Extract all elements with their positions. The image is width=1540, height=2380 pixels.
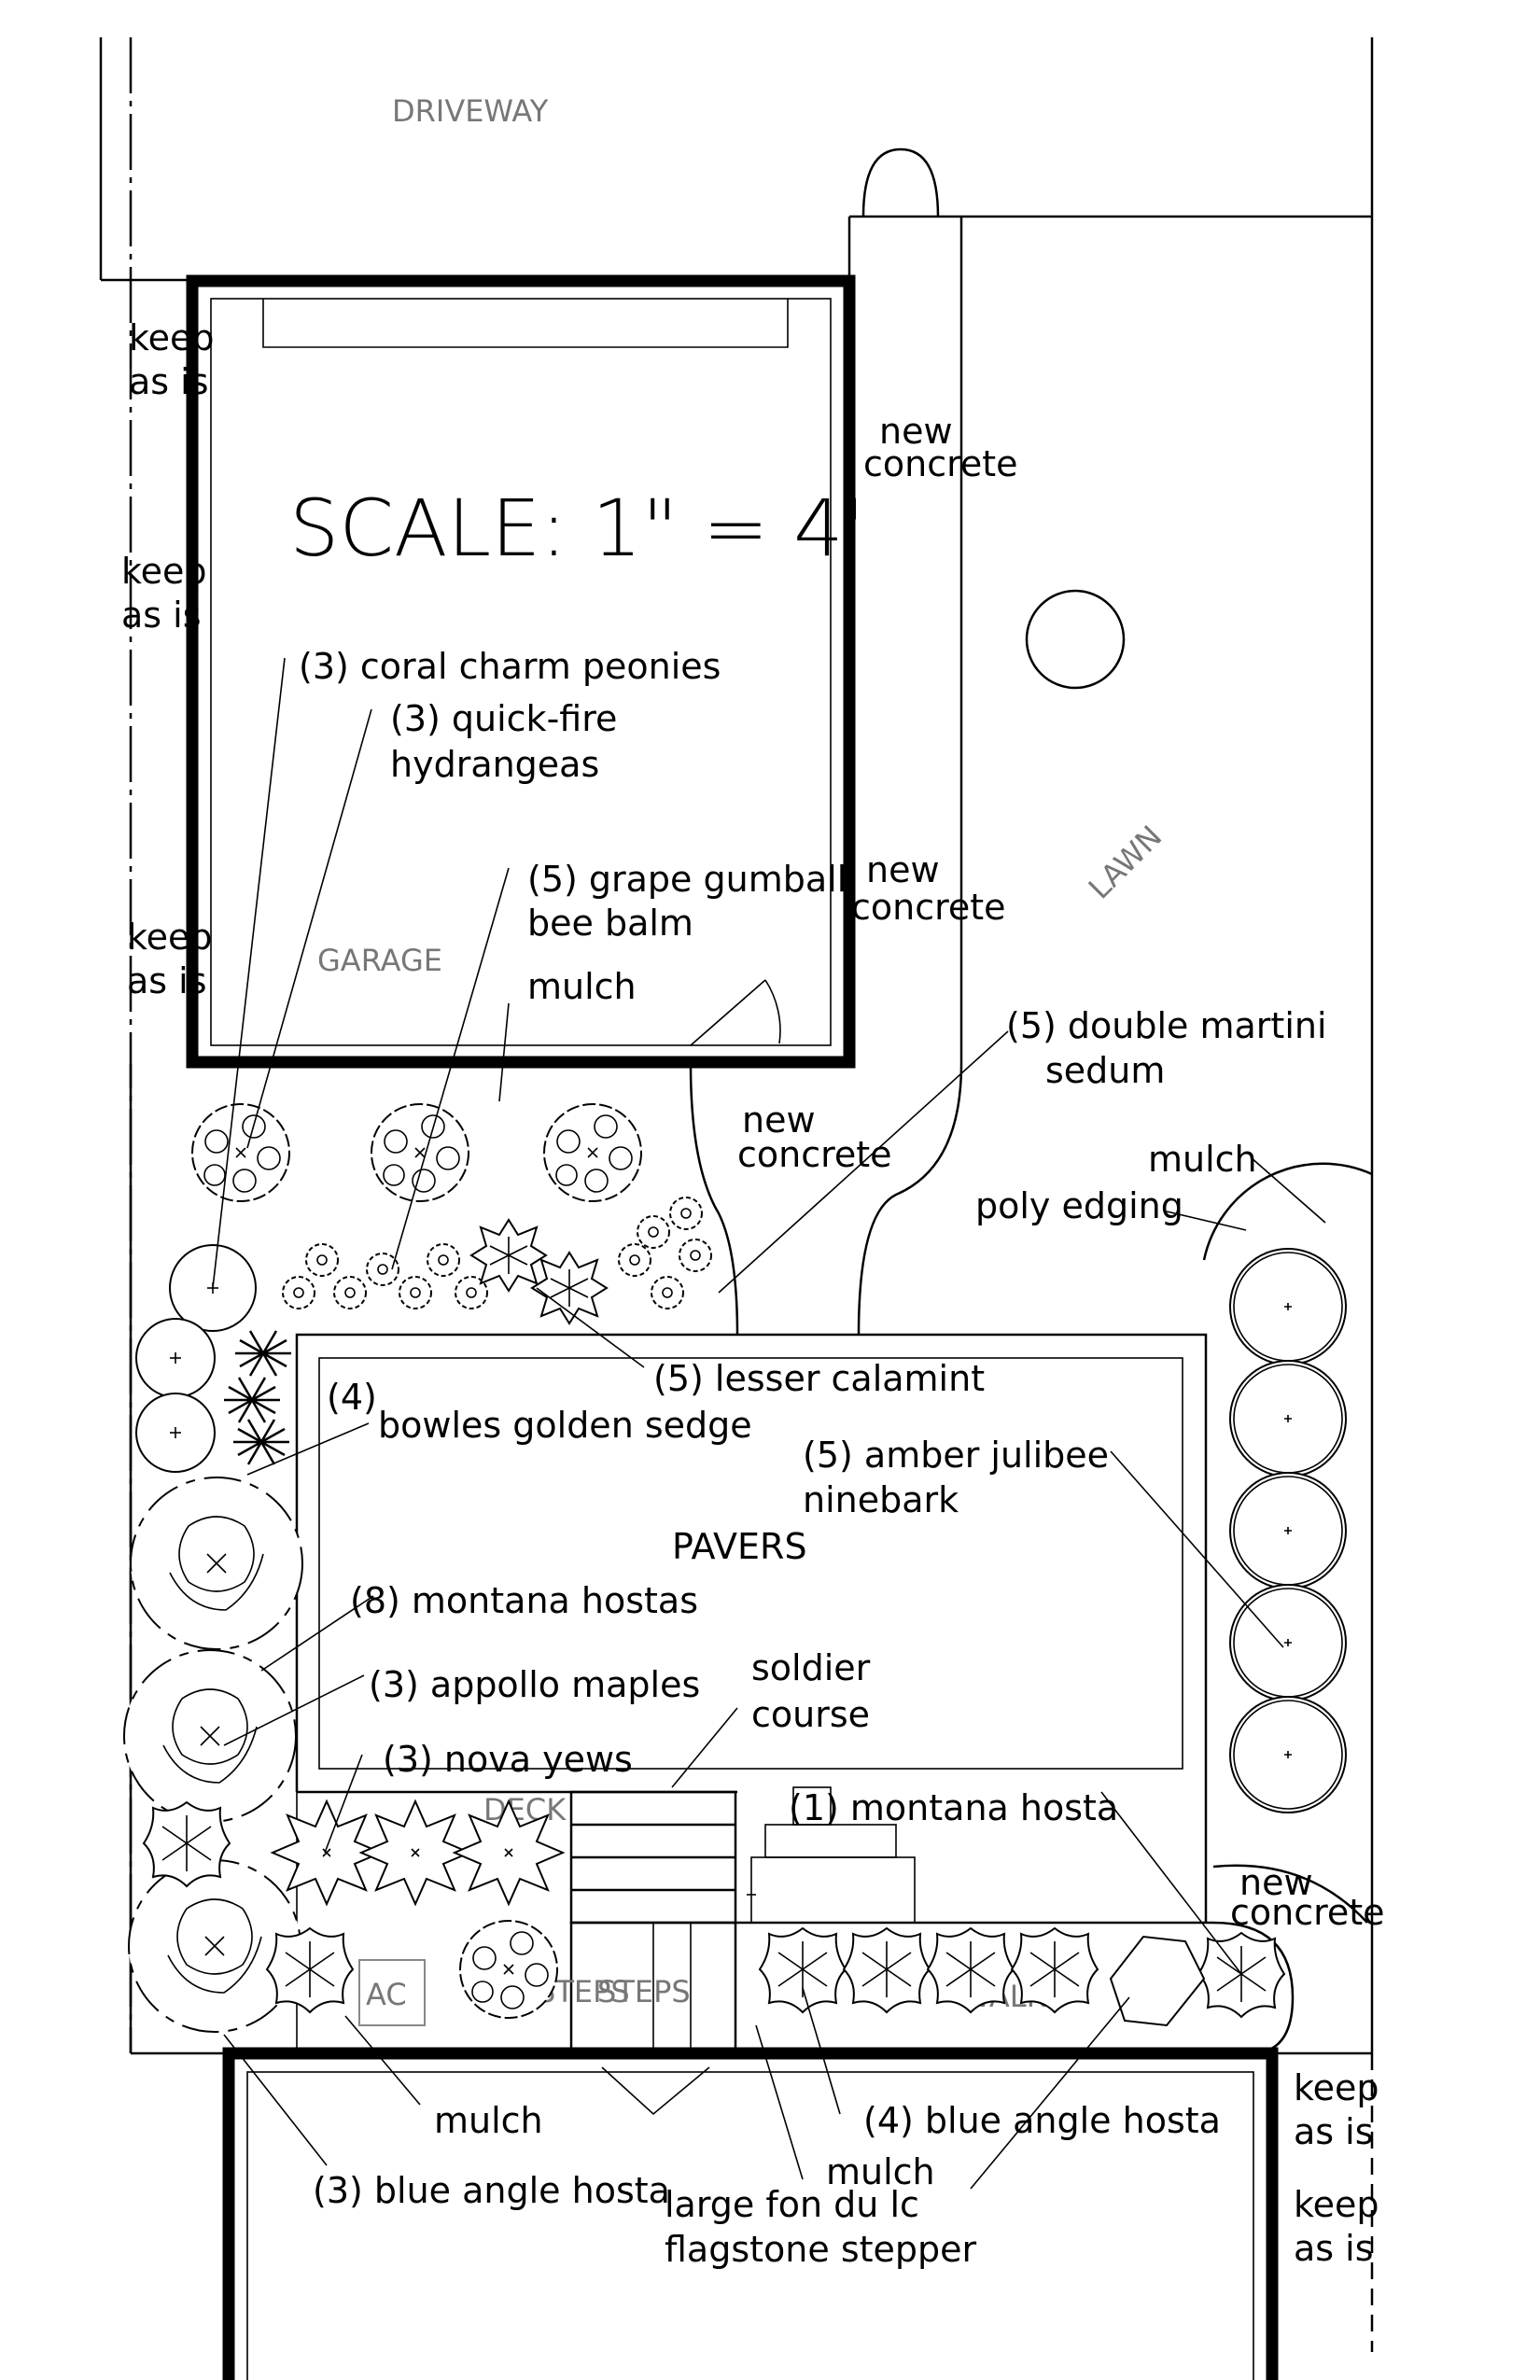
maples-label: (3) appollo maples xyxy=(369,1664,700,1705)
new-concrete-2b: concrete xyxy=(851,887,1006,928)
new-concrete-3a: new xyxy=(742,1099,816,1141)
sedge-name-label: bowles golden sedge xyxy=(378,1405,752,1446)
bowles-golden-sedge xyxy=(222,1329,293,1466)
lawn-tree-circle xyxy=(1025,589,1126,690)
lawn-label: LAWN xyxy=(1082,819,1169,906)
soldier-course-label-2: course xyxy=(751,1694,870,1735)
mulch-label-2: mulch xyxy=(1148,1139,1257,1180)
garage-label: GARAGE xyxy=(317,943,442,978)
bee-balm-label-1: (5) grape gumball xyxy=(527,859,847,900)
peonies-label: (3) coral charm peonies xyxy=(299,646,721,687)
steps-label: STEPS xyxy=(597,1974,691,2009)
soldier-course-label-1: soldier xyxy=(751,1647,871,1688)
sedum-label-1: (5) double martini xyxy=(1006,1005,1327,1046)
driveway-label: DRIVEWAY xyxy=(392,93,549,129)
amber-jubilee-ninebark xyxy=(1202,1162,1373,1813)
leader-lines xyxy=(212,657,1326,2190)
calamint-label: (5) lesser calamint xyxy=(653,1358,985,1399)
flagstone-label-2: flagstone stepper xyxy=(665,2229,977,2270)
new-concrete-1a: new xyxy=(879,411,953,452)
keep-as-is-5b: as is xyxy=(1294,2228,1374,2269)
keep-as-is-5a: keep xyxy=(1294,2184,1379,2225)
blue-angle-4-label: (4) blue angle hosta xyxy=(863,2100,1221,2141)
keep-as-is-4a: keep xyxy=(1294,2067,1379,2108)
keep-as-is-2a: keep xyxy=(121,551,207,592)
ac-unit xyxy=(358,1959,426,2026)
mulch-label-3: mulch xyxy=(434,2100,543,2141)
sedge-count-label: (4) xyxy=(327,1377,377,1418)
blue-angle-3-label: (3) blue angle hosta xyxy=(313,2170,670,2211)
keep-as-is-1a: keep xyxy=(129,317,215,358)
bee-balm-label-2: bee balm xyxy=(527,903,693,944)
keep-as-is-1b: as is xyxy=(129,361,209,402)
lesser-calamint xyxy=(470,1219,608,1324)
ninebark-label-1: (5) amber julibee xyxy=(803,1435,1109,1476)
ac-label: AC xyxy=(366,1977,407,2012)
yews-label: (3) nova yews xyxy=(383,1739,633,1780)
deck-label: DECK xyxy=(483,1792,567,1827)
montana-hosta-label: (1) montana hosta xyxy=(789,1787,1118,1828)
new-concrete-4b: concrete xyxy=(1230,1892,1385,1933)
scale-label: SCALE: 1" = 4' xyxy=(289,483,865,574)
ninebark-label-2: ninebark xyxy=(803,1479,959,1520)
soldier-course-steps xyxy=(569,1790,737,2055)
flagstone-label-1: large fon du lc xyxy=(665,2184,919,2225)
house xyxy=(222,2047,1279,2380)
garage xyxy=(186,274,856,1069)
keep-as-is-3a: keep xyxy=(127,917,213,958)
mulch-label-1: mulch xyxy=(527,966,637,1007)
hydrangeas xyxy=(135,1244,257,1473)
new-concrete-4a: new xyxy=(1239,1862,1313,1903)
new-concrete-2a: new xyxy=(866,849,940,890)
sedum-label-2: sedum xyxy=(1045,1050,1165,1091)
new-concrete-3b: concrete xyxy=(737,1134,892,1175)
mulch-label-4: mulch xyxy=(826,2151,935,2192)
hydrangeas-label-2: hydrangeas xyxy=(390,744,599,785)
pavers-label: PAVERS xyxy=(672,1526,807,1567)
keep-as-is-4b: as is xyxy=(1294,2111,1374,2152)
keep-as-is-2b: as is xyxy=(121,595,202,636)
montana-hostas-label: (8) montana hostas xyxy=(350,1580,698,1621)
house-bed-plants xyxy=(143,1801,1285,2027)
new-concrete-1b: concrete xyxy=(863,443,1018,484)
keep-as-is-3b: as is xyxy=(127,960,207,1001)
poly-edging-label: poly edging xyxy=(975,1185,1183,1226)
hydrangeas-label-1: (3) quick-fire xyxy=(390,698,617,739)
